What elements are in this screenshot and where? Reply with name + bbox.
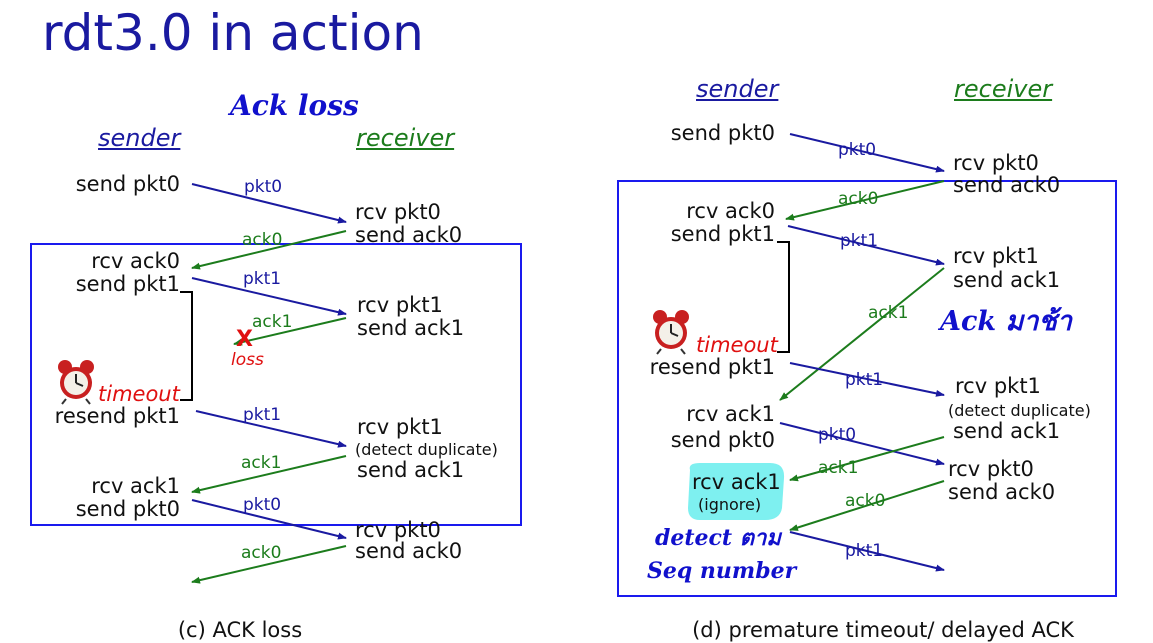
left-msg-label: pkt0 xyxy=(243,495,282,515)
right-receiver-event: send ack1 xyxy=(953,419,1061,443)
left-receiver-event: rcv pkt1 xyxy=(357,415,443,439)
left-msg-ack0-2 xyxy=(191,545,347,584)
right-msg-label: pkt1 xyxy=(845,370,884,390)
right-annotation: Ack มาช้า xyxy=(940,306,1072,337)
right-annotation-2-line1: detect ตาม xyxy=(655,525,781,551)
left-msg-label: pkt0 xyxy=(244,177,283,197)
left-sender-header: sender xyxy=(98,124,181,152)
left-msg-label: ack1 xyxy=(241,453,282,473)
left-msg-label: ack0 xyxy=(242,230,283,250)
left-msg-pkt0 xyxy=(191,183,347,224)
right-timeout-label: timeout xyxy=(696,333,778,357)
right-msg-ack0 xyxy=(785,180,945,221)
left-receiver-event: send ack0 xyxy=(355,539,463,563)
right-msg-label: ack1 xyxy=(868,303,909,323)
right-msg-ack1-2 xyxy=(789,436,945,482)
left-sender-event: send pkt0 xyxy=(75,172,180,196)
left-receiver-event: (detect duplicate) xyxy=(355,440,498,459)
right-msg-label: ack1 xyxy=(818,458,859,478)
right-msg-pkt0 xyxy=(789,133,945,173)
ignore-note: (ignore) xyxy=(698,495,762,514)
ignore-highlight xyxy=(688,463,785,520)
right-receiver-event: rcv pkt1 xyxy=(955,374,1041,398)
left-receiver-event: rcv pkt1 xyxy=(357,293,443,317)
right-msg-label: pkt0 xyxy=(838,140,877,160)
left-receiver-header: receiver xyxy=(356,124,455,152)
left-msg-pkt1 xyxy=(191,277,347,316)
left-msg-pkt1-resend xyxy=(195,410,347,448)
loss-mark: X xyxy=(236,327,253,352)
right-sender-event: send pkt1 xyxy=(670,222,775,246)
left-receiver-event: rcv pkt0 xyxy=(355,518,441,542)
left-msg-ack1 xyxy=(191,455,347,494)
left-msg-label: ack1 xyxy=(252,312,293,332)
left-receiver-event: rcv pkt0 xyxy=(355,200,441,224)
right-receiver-event: rcv pkt0 xyxy=(953,151,1039,175)
left-sender-event: rcv ack1 xyxy=(91,474,180,498)
page-title: rdt3.0 in action xyxy=(42,4,424,62)
left-timeout-box xyxy=(30,243,522,526)
left-msg-label: pkt1 xyxy=(243,405,282,425)
left-receiver-event: send ack0 xyxy=(355,223,463,247)
right-timeout-box xyxy=(617,180,1117,597)
right-msg-ack0-2 xyxy=(789,480,945,531)
left-msg-label: ack0 xyxy=(241,543,282,563)
right-timeout-bracket xyxy=(777,241,790,353)
right-msg-pkt1-resend xyxy=(789,362,945,397)
right-msg-pkt0-2 xyxy=(779,422,945,466)
right-receiver-event: send ack0 xyxy=(953,173,1061,197)
right-receiver-event: rcv pkt1 xyxy=(953,244,1039,268)
right-caption: (d) premature timeout/ delayed ACK xyxy=(692,618,1074,642)
left-receiver-event: send ack1 xyxy=(357,316,465,340)
right-sender-event: rcv ack1 xyxy=(686,402,775,426)
left-caption: (c) ACK loss xyxy=(177,618,303,642)
right-receiver-event: rcv pkt0 xyxy=(948,457,1034,481)
left-timeout-label: timeout xyxy=(98,382,180,406)
right-msg-label: pkt0 xyxy=(818,425,857,445)
right-receiver-event: (detect duplicate) xyxy=(948,401,1091,420)
right-msg-label: ack0 xyxy=(845,491,886,511)
left-sender-event: send pkt1 xyxy=(75,272,180,296)
right-annotation-2-line2: Seq number xyxy=(647,558,797,584)
right-msg-label: ack0 xyxy=(838,189,879,209)
left-timeout-bracket xyxy=(180,291,193,401)
right-alarm-clock-icon xyxy=(653,310,689,355)
right-msg-pkt1 xyxy=(787,225,945,266)
left-sender-event: rcv ack0 xyxy=(91,249,180,273)
left-sender-event: send pkt0 xyxy=(75,497,180,521)
left-msg-ack0 xyxy=(191,230,347,270)
right-sender-header: sender xyxy=(696,75,779,103)
right-msg-ack1 xyxy=(779,267,945,401)
left-sender-event: resend pkt1 xyxy=(54,404,180,428)
left-msg-ack1-lost xyxy=(233,317,347,346)
right-msg-label: pkt1 xyxy=(845,541,884,561)
left-receiver-event: send ack1 xyxy=(357,458,465,482)
right-sender-event: resend pkt1 xyxy=(649,355,775,379)
left-annotation: Ack loss xyxy=(230,89,359,122)
left-msg-pkt0-2 xyxy=(191,499,347,540)
right-receiver-event: send ack1 xyxy=(953,268,1061,292)
right-sender-event: send pkt0 xyxy=(670,121,775,145)
right-msg-label: pkt1 xyxy=(840,231,879,251)
right-receiver-event: send ack0 xyxy=(948,480,1056,504)
left-alarm-clock-icon xyxy=(58,360,94,405)
right-sender-event: rcv ack0 xyxy=(686,199,775,223)
loss-label: loss xyxy=(231,350,264,370)
right-sender-event: send pkt0 xyxy=(670,428,775,452)
right-receiver-header: receiver xyxy=(954,75,1053,103)
right-msg-pkt1-2 xyxy=(789,531,945,572)
ignored-ack-event: rcv ack1 xyxy=(692,470,781,494)
left-msg-label: pkt1 xyxy=(243,269,282,289)
